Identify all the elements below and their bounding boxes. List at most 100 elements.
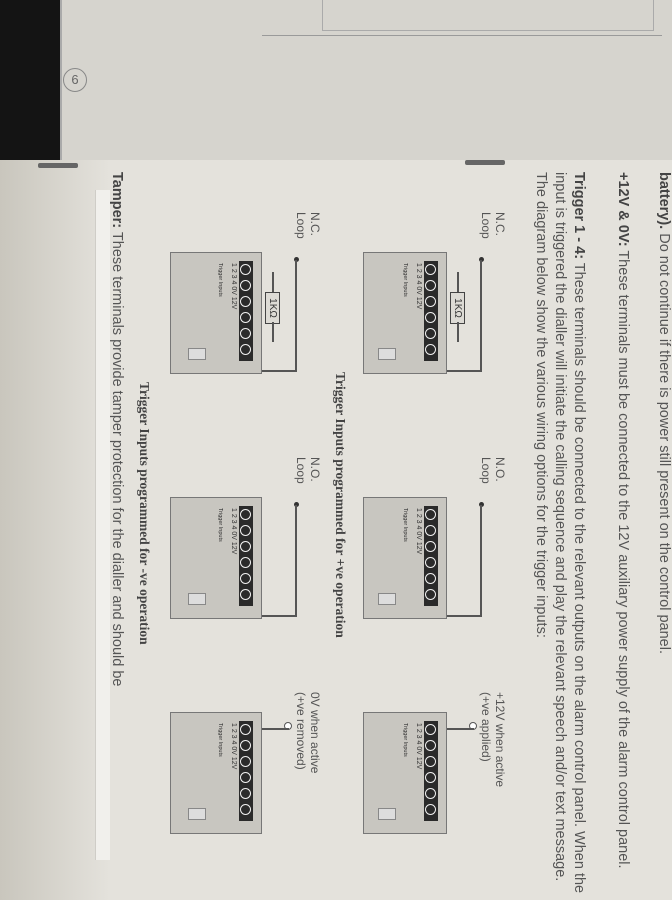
- terminal-strip: [424, 721, 438, 821]
- diagram-no-positive: N.O.Loop 1 2 3 4 0V 12V Trigger Inputs: [357, 457, 507, 657]
- diagram-nc-negative: N.C.Loop 1KΩ 1 2 3 4 0V 12V Trigger Inpu…: [162, 212, 322, 412]
- terminal-block: 1 2 3 4 0V 12V Trigger Inputs: [170, 712, 262, 834]
- wire: [295, 505, 297, 615]
- previous-page: [60, 0, 672, 160]
- terminal-screw: [240, 296, 252, 307]
- terminal-screw: [240, 328, 252, 339]
- nc-loop-label: N.C.Loop: [479, 212, 507, 239]
- diagram-no-negative: N.O.Loop 1 2 3 4 0V 12V Trigger Inputs: [162, 457, 322, 657]
- terminal-numbers: 1 2 3 4 0V 12V: [415, 508, 422, 555]
- terminal-screw: [240, 740, 252, 751]
- terminal-screw: [240, 589, 252, 600]
- terminal-label: Trigger Inputs: [217, 508, 223, 542]
- terminal-screw: [425, 296, 437, 307]
- trigger-bold-text: Trigger 1 - 4:: [571, 172, 587, 260]
- resistor-1k: 1KΩ: [450, 292, 465, 324]
- terminal-screw: [425, 573, 437, 584]
- binding-notch: [465, 160, 505, 165]
- terminal-label: Trigger Inputs: [402, 508, 408, 542]
- terminal-jack: [378, 593, 396, 605]
- terminal-screw: [425, 312, 437, 323]
- no-loop-label: N.O.Loop: [479, 457, 507, 484]
- terminal-screw: [240, 557, 252, 568]
- terminal-screw: [425, 756, 437, 767]
- terminal-jack: [378, 808, 396, 820]
- terminal-screw: [240, 312, 252, 323]
- no-loop-label: N.O.Loop: [294, 457, 322, 484]
- terminal-screw: [240, 804, 252, 815]
- tamper-paragraph: Tamper: These terminals provide tamper p…: [107, 172, 126, 900]
- terminal-numbers: 1 2 3 4 0V 12V: [230, 508, 237, 555]
- terminal-strip: [239, 721, 253, 821]
- power-bold-text: +12V & 0V:: [615, 172, 631, 247]
- terminal-screw: [425, 772, 437, 783]
- page-shadow: [0, 160, 110, 900]
- tamper-bold-text: Tamper:: [109, 172, 125, 229]
- caption-negative: Trigger Inputs programmed for -ve operat…: [137, 382, 152, 645]
- wire: [457, 272, 459, 292]
- wire: [480, 505, 482, 615]
- terminal-screw: [425, 264, 437, 275]
- terminal-jack: [188, 808, 206, 820]
- diagram-nc-positive: N.C.Loop 1KΩ 1 2 3 4 0V 12V Trigger Inpu…: [357, 212, 507, 412]
- terminal-jack: [188, 593, 206, 605]
- tamper-text: These terminals provide tamper protectio…: [109, 228, 125, 687]
- terminal-screw: [240, 788, 252, 799]
- terminal-screw: [425, 344, 437, 355]
- terminal-screw: [240, 509, 252, 520]
- terminal-screw: [240, 525, 252, 536]
- warning-paragraph: Before making any connections to the uni…: [654, 172, 672, 900]
- resistor-1k: 1KΩ: [265, 292, 280, 324]
- rotated-page-content: Before making any connections to the uni…: [72, 172, 672, 900]
- terminal-screw: [425, 740, 437, 751]
- diagram-0v-negative: 0V when active(+ve removed) 1 2 3 4 0V 1…: [162, 692, 322, 900]
- terminal-numbers: 1 2 3 4 0V 12V: [415, 723, 422, 770]
- terminal-screw: [425, 557, 437, 568]
- power-text: These terminals must be connected to the…: [615, 246, 631, 869]
- caption-positive: Trigger Inputs programmed for +ve operat…: [333, 372, 348, 638]
- wire: [480, 260, 482, 370]
- terminal-screw: [240, 541, 252, 552]
- trigger-paragraph: Trigger 1 - 4: These terminals should be…: [531, 172, 588, 900]
- trigger-text: These terminals should be connected to t…: [533, 172, 587, 894]
- nc-loop-label: N.C.Loop: [294, 212, 322, 239]
- wire: [295, 260, 297, 370]
- terminal-block: 1 2 3 4 0V 12V Trigger Inputs: [363, 252, 447, 374]
- terminal-screw: [240, 772, 252, 783]
- terminal-screw: [425, 589, 437, 600]
- wire: [272, 272, 274, 292]
- terminal-screw: [425, 328, 437, 339]
- negative-active-label: 0V when active(+ve removed): [294, 692, 322, 774]
- terminal-screw: [240, 724, 252, 735]
- terminal-block: 1 2 3 4 0V 12V Trigger Inputs: [170, 497, 262, 619]
- positive-active-label: +12V when active(+ve applied): [479, 692, 507, 788]
- terminal-numbers: 1 2 3 4 0V 12V: [230, 723, 237, 770]
- power-paragraph: +12V & 0V: These terminals must be conne…: [613, 172, 632, 900]
- terminal-numbers: 1 2 3 4 0V 12V: [415, 263, 422, 310]
- wire: [272, 322, 274, 342]
- page-number-badge: 6: [63, 68, 87, 92]
- manual-page: [0, 160, 672, 900]
- previous-page-box: [322, 0, 654, 31]
- terminal-screw: [425, 788, 437, 799]
- spiral-binding: [95, 190, 110, 860]
- terminal-block: 1 2 3 4 0V 12V Trigger Inputs: [363, 712, 447, 834]
- warning-text: Do not continue if there is power still …: [656, 229, 672, 654]
- binding-notch: [38, 163, 78, 168]
- terminal-strip: [424, 261, 438, 361]
- terminal-screw: [425, 509, 437, 520]
- terminal-label: Trigger Inputs: [402, 723, 408, 757]
- wire: [457, 322, 459, 342]
- terminal-screw: [240, 264, 252, 275]
- terminal-numbers: 1 2 3 4 0V 12V: [230, 263, 237, 310]
- terminal-screw: [425, 804, 437, 815]
- diagram-12v-positive: +12V when active(+ve applied) 1 2 3 4 0V…: [357, 692, 507, 900]
- terminal-screw: [240, 280, 252, 291]
- terminal-strip: [239, 506, 253, 606]
- terminal-label: Trigger Inputs: [402, 263, 408, 297]
- terminal-screw: [240, 573, 252, 584]
- terminal-screw: [240, 344, 252, 355]
- terminal-screw: [425, 525, 437, 536]
- terminal-label: Trigger Inputs: [217, 723, 223, 757]
